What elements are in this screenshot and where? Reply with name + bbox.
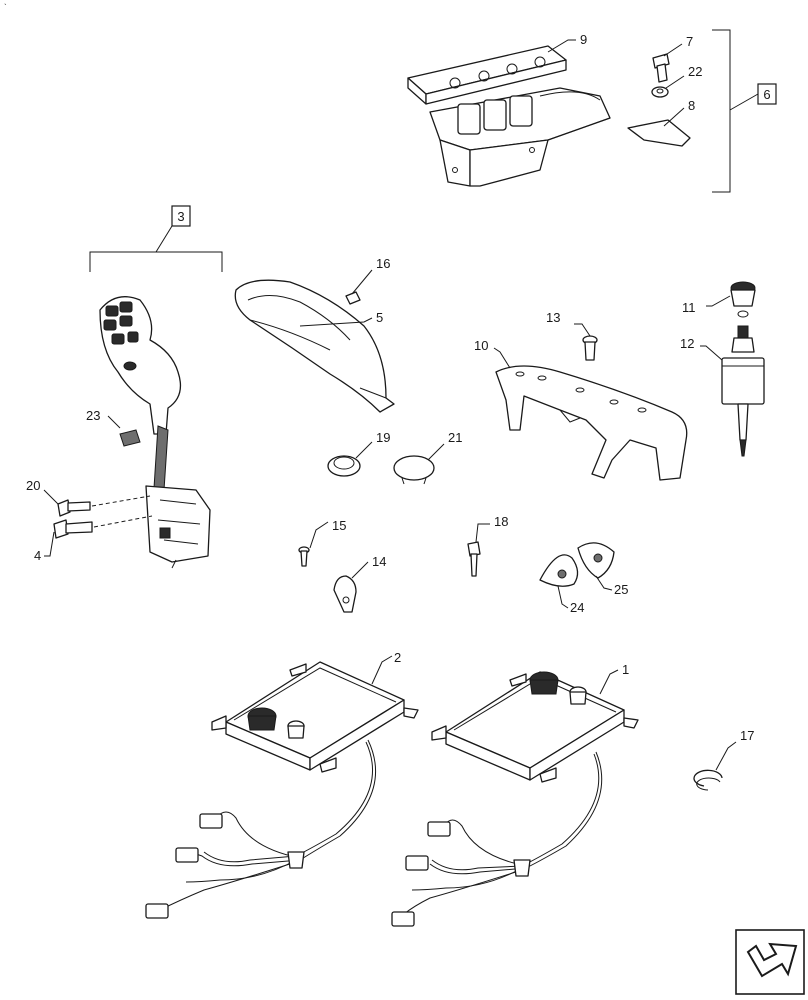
corner-mark: ` [4,3,7,12]
callout-18: 18 [494,514,508,529]
part-17-snap-ring [693,769,723,791]
callout-16: 16 [376,256,390,271]
part-8-cover [627,119,691,147]
part-22-washer [651,86,669,98]
callout-10: 10 [474,338,488,353]
callout-13: 13 [546,310,560,325]
part-11-knob [730,281,756,318]
callout-1: 1 [622,662,629,677]
part-14-clamp [333,575,357,613]
part-5-armrest-cover [234,279,395,413]
part-9-console-frame [407,45,611,187]
callout-3: 3 [177,209,184,224]
part-15-screw [298,546,310,567]
callout-11: 11 [682,300,696,315]
callout-20: 20 [26,478,40,493]
part-10-panel-bracket [495,365,688,481]
part-16-clip [345,291,361,305]
callout-9: 9 [580,32,587,47]
part-19-plug [327,455,361,477]
part-1-control-module [431,671,639,783]
part-13-pin [582,335,598,361]
part-1-wiring-harness [391,751,603,927]
bracket-6 [712,29,759,193]
callout-14: 14 [372,554,386,569]
part-2-wiring-harness [145,739,376,919]
callout-5: 5 [376,310,383,325]
callout-22: 22 [688,64,702,79]
part-18-bolt [467,541,481,577]
part-25-knob [577,542,615,579]
part-12-switch [721,325,765,457]
part-21-cap [393,455,435,485]
bracket-3 [89,225,223,272]
callout-12: 12 [680,336,694,351]
part-20-bolt [57,499,91,517]
part-23-clip [119,429,141,447]
callout-23: 23 [86,408,100,423]
part-7-bolt [652,53,670,83]
callout-4: 4 [34,548,41,563]
callout-6: 6 [763,87,770,102]
part-4-bolt [53,519,93,539]
callout-19: 19 [376,430,390,445]
callout-15: 15 [332,518,346,533]
callout-17: 17 [740,728,754,743]
callout-2: 2 [394,650,401,665]
callout-25: 25 [614,582,628,597]
callout-8: 8 [688,98,695,113]
callout-21: 21 [448,430,462,445]
next-page-arrow-icon[interactable] [735,929,805,995]
callout-24: 24 [570,600,584,615]
joystick-assembly [99,296,211,569]
callout-7: 7 [686,34,693,49]
part-24-knob [539,554,579,587]
part-2-control-module [211,661,419,773]
